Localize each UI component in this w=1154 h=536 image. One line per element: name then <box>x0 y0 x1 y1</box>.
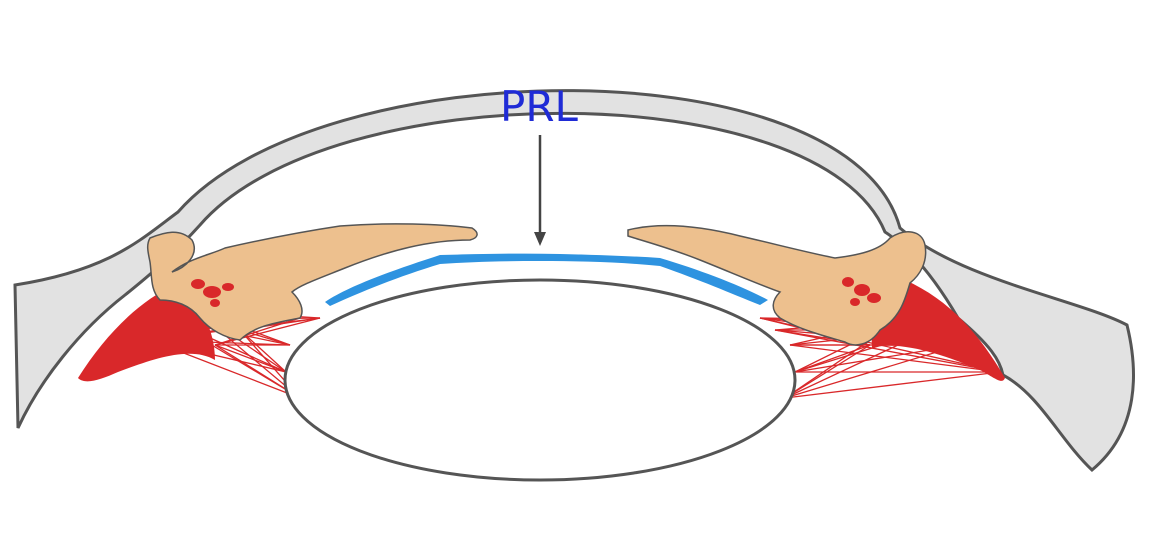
iris-left <box>146 223 478 341</box>
zonule-fiber <box>784 371 1001 399</box>
arrow-pointer-icon <box>534 135 546 246</box>
pigment-spots <box>191 277 881 307</box>
zonule-fiber <box>774 329 1001 373</box>
ciliary-body-right <box>871 280 1005 381</box>
zonule-fiber <box>784 344 871 399</box>
zonule-fiber <box>214 317 321 346</box>
zonule-fiber <box>784 344 961 399</box>
crystalline-lens <box>283 278 797 482</box>
zonule-fiber <box>239 329 287 373</box>
prl-label: PRL <box>500 82 579 131</box>
ciliary-body-left <box>78 285 215 382</box>
iris-right <box>627 224 927 346</box>
zonule-fiber <box>214 344 287 373</box>
zonule-fiber <box>794 344 871 373</box>
zonule-fiber <box>789 344 1001 373</box>
cornea-sclera-arc <box>13 89 1135 473</box>
